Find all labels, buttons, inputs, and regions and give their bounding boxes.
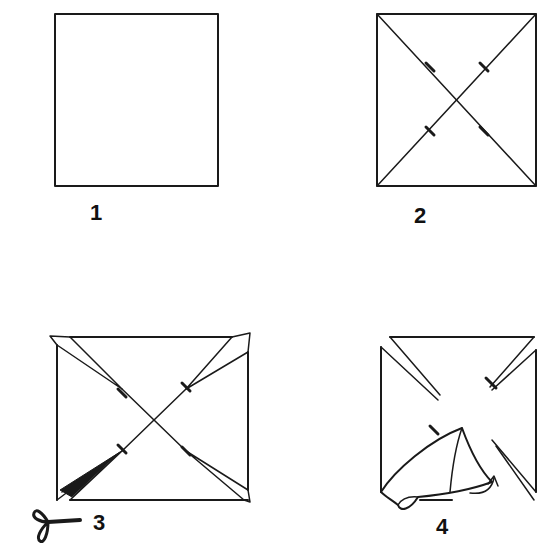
step-number: 4: [436, 516, 448, 538]
paper-square-cut: [50, 333, 250, 502]
step-number: 1: [90, 202, 102, 224]
paper-square-curled: [381, 337, 536, 509]
scissors-symbol: [34, 511, 80, 542]
step-number: 2: [414, 205, 426, 227]
step-number: 3: [93, 512, 105, 534]
paper-square-creased: [377, 14, 536, 186]
paper-square: [55, 14, 218, 186]
